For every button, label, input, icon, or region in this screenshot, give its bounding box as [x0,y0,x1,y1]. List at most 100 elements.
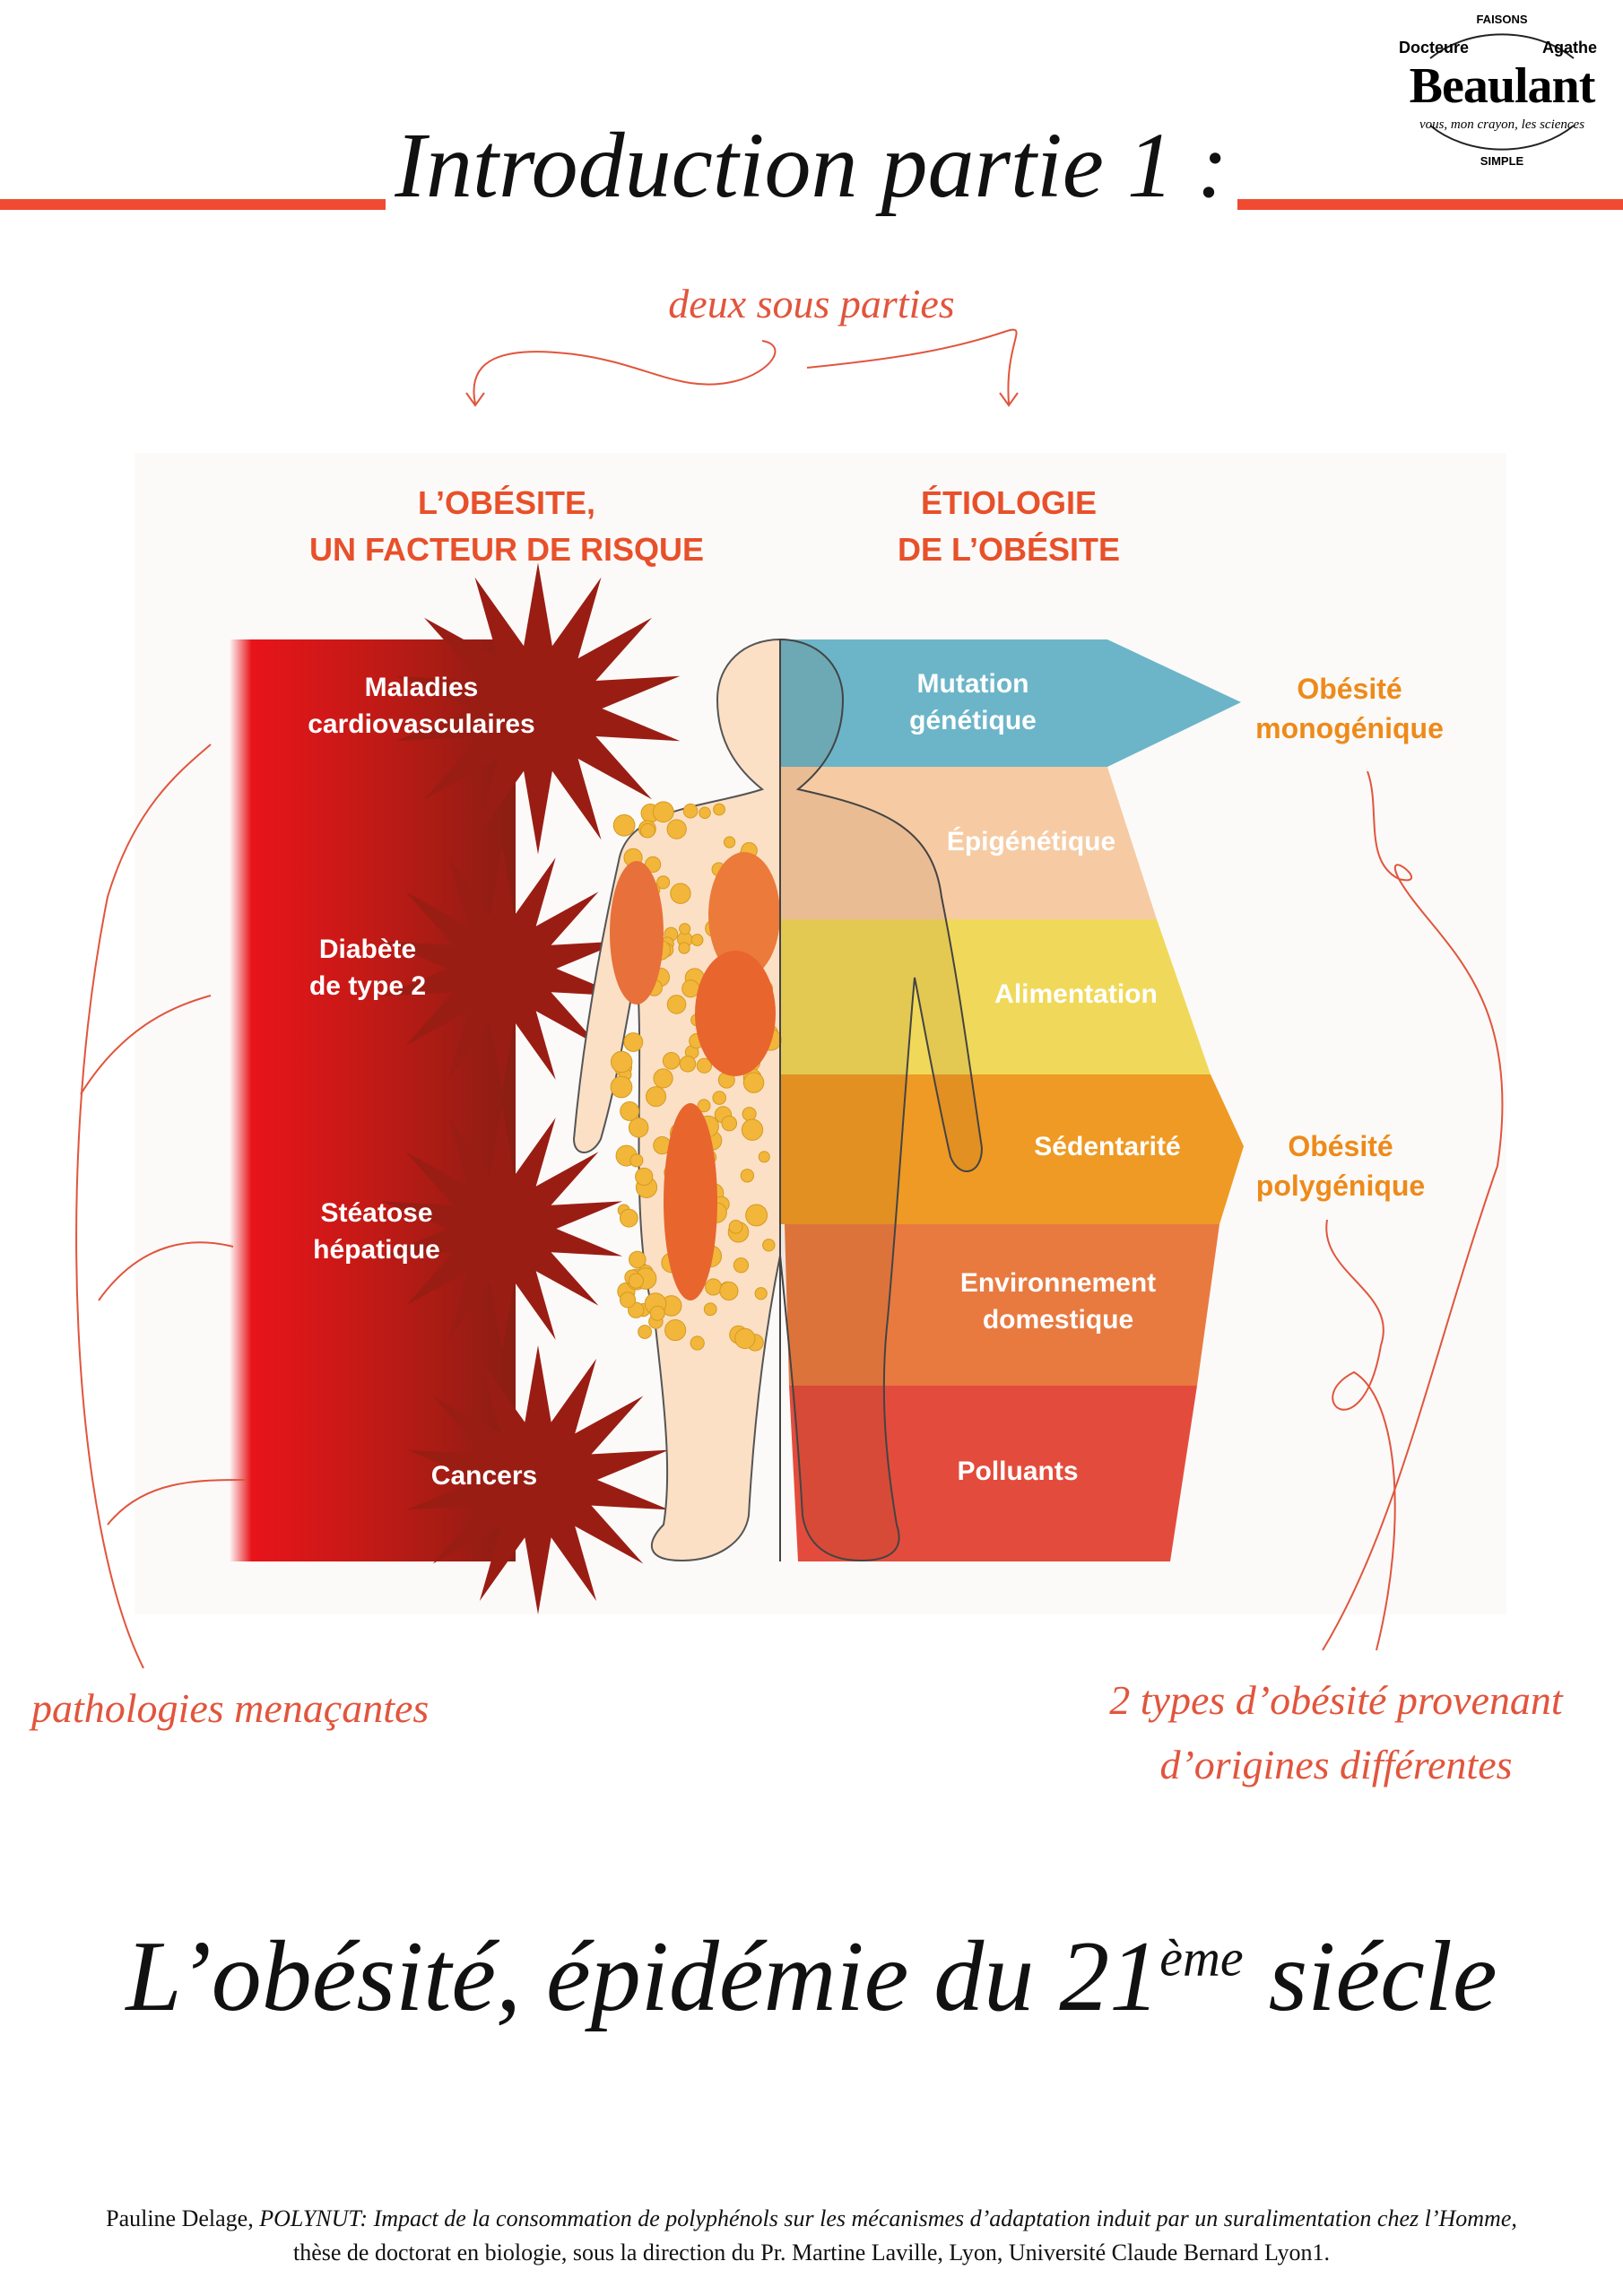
cause-epigenetique: Épigénétique [915,823,1148,860]
risk-cardiovascular: Maladiescardiovasculaires [269,669,574,743]
fat-globule [714,804,725,815]
fat-globule [763,1239,775,1251]
fat-globule [636,1168,653,1185]
fat-globule [691,935,703,946]
right-heading-line: ÉTIOLOGIE [834,480,1184,526]
cause-label: Alimentation [968,976,1184,1013]
right-heading-line: DE L’OBÉSITE [834,526,1184,573]
fat-globule [706,1279,722,1295]
cause-label: Épigénétique [915,823,1148,860]
fat-globule [755,1288,767,1300]
swirl-arrow-left [473,341,775,404]
fat-globule [720,1282,738,1300]
fat-globule [667,820,686,839]
cause-label: Polluants [924,1453,1112,1490]
risk-label: hépatique [269,1231,484,1268]
risk-label: cardiovasculaires [269,706,574,743]
right-heading: ÉTIOLOGIE DE L’OBÉSITE [834,480,1184,573]
left-heading-line: UN FACTEUR DE RISQUE [269,526,744,573]
left-heading: L’OBÉSITE, UN FACTEUR DE RISQUE [269,480,744,573]
type-polygenic: Obésitépolygénique [1228,1126,1453,1205]
type-label: Obésité [1228,1126,1453,1166]
page-title: Introduction partie 1 : [0,112,1623,219]
cause-label: Mutation [861,665,1085,702]
fat-globule [630,1154,643,1167]
fat-globule [679,943,690,953]
fat-globule [620,1209,638,1227]
fat-globule [690,1336,704,1350]
fat-globule [613,814,635,836]
fat-globule [611,1076,632,1098]
main-title-sup: ème [1159,1929,1243,1987]
main-title: L’obésité, épidémie du 21ème siécle [0,1919,1623,2035]
organ [695,951,776,1076]
note-right: 2 types d’obésité provenant d’origines d… [1058,1668,1614,1797]
cause-sedentarite: Sédentarité [1004,1128,1211,1165]
fat-globule [667,996,686,1014]
fat-globule [682,980,699,997]
fat-globule [742,1108,756,1121]
fat-globule [650,1306,664,1320]
note-right-line: 2 types d’obésité provenant [1058,1668,1614,1733]
fat-globule [654,1069,673,1088]
fat-globule [680,1056,696,1072]
subtitle: deux sous parties [0,280,1623,327]
fat-globule [724,837,734,848]
fat-globule [683,804,698,818]
fat-globule [629,1118,648,1138]
type-label: monogénique [1237,709,1462,748]
swirl-arrow-right [807,330,1017,404]
risk-label: Cancers [395,1457,574,1494]
page-title-text: Introduction partie 1 : [386,114,1237,217]
fat-globule [640,823,655,838]
organ [610,861,664,1004]
cause-label: Sédentarité [1004,1128,1211,1165]
risk-label: de type 2 [269,968,466,1004]
risk-label: Diabète [269,931,466,968]
risk-steatosis: Stéatosehépatique [269,1195,484,1268]
fat-globule [722,1116,737,1131]
fat-globule [611,1051,631,1072]
cause-polluants: Polluants [924,1453,1112,1490]
risk-label: Maladies [269,669,574,706]
risk-cancers: Cancers [395,1457,574,1494]
type-label: polygénique [1228,1166,1453,1205]
risk-diabetes: Diabètede type 2 [269,931,466,1004]
fat-globule [629,1251,647,1268]
fat-globule [621,1102,639,1121]
citation-work: POLYNUT: Impact de la consommation de po… [259,2205,1517,2231]
fat-globule [733,1258,748,1273]
arrow-heads [466,393,1018,405]
fat-globule [699,807,710,818]
fat-globule [620,1292,635,1308]
logo-top: FAISONS [1381,13,1623,27]
fat-globule [704,1303,716,1316]
cause-label: Environnement [933,1265,1184,1301]
fat-globule [741,1170,753,1182]
main-title-end: siécle [1244,1921,1497,2032]
fat-globule [742,1119,762,1140]
left-heading-line: L’OBÉSITE, [269,480,744,526]
risk-label: Stéatose [269,1195,484,1231]
fat-globule [663,1052,680,1069]
fat-globule [657,876,670,889]
fat-globule [665,1320,686,1341]
cause-label: génétique [861,702,1085,739]
note-right-line: d’origines différentes [1058,1733,1614,1797]
cause-environnement: Environnementdomestique [933,1265,1184,1338]
fat-globule [759,1152,769,1162]
cause-alimentation: Alimentation [968,976,1184,1013]
fat-globule [647,1087,666,1107]
logo-second: Agathe [1542,39,1597,57]
fat-globule [624,1033,643,1052]
fat-globule [713,1091,726,1105]
fat-globule [746,1205,768,1226]
organ [664,1103,717,1300]
fat-globule [671,883,690,903]
citation-footer: Pauline Delage, POLYNUT: Impact de la co… [0,2202,1623,2270]
citation-author: Pauline Delage, [106,2205,259,2231]
main-title-text: L’obésité, épidémie du 21 [126,1921,1159,2032]
logo-name: Beaulant [1381,59,1623,113]
fat-globule [638,1326,652,1339]
fat-globule [653,802,673,822]
